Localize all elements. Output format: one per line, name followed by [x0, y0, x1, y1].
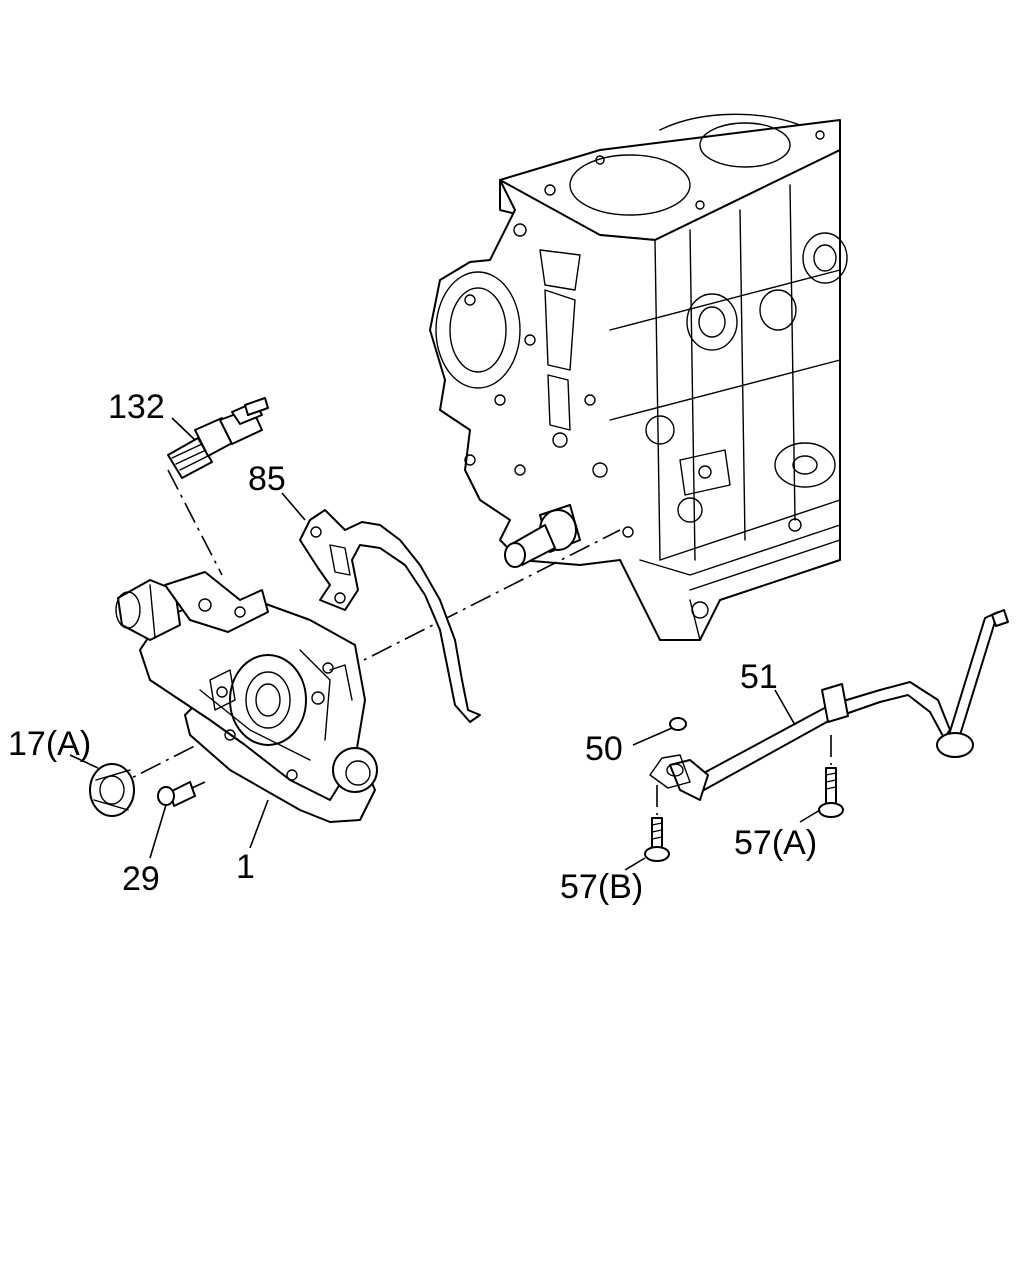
label-51: 51 [740, 658, 778, 696]
bolt-29 [157, 781, 196, 807]
oil-pump-body [115, 571, 378, 823]
engine-block [429, 113, 848, 641]
label-132: 132 [108, 388, 165, 426]
label-57b: 57(B) [560, 868, 643, 906]
leader-17a [69, 754, 99, 769]
oil-pressure-sensor [167, 397, 269, 479]
bolt-57a [818, 767, 844, 818]
leader-50 [632, 727, 673, 746]
bolt-57b [644, 817, 670, 862]
leader-85 [281, 492, 306, 521]
label-85: 85 [248, 460, 286, 498]
assembly-axis-line [107, 529, 621, 791]
label-57a: 57(A) [734, 824, 817, 862]
label-29: 29 [122, 860, 160, 898]
label-50: 50 [585, 730, 623, 768]
leader-57a [799, 809, 821, 823]
leader-51 [774, 689, 796, 726]
leader-132 [171, 417, 196, 441]
leader-1 [249, 799, 269, 849]
oil-strainer-pipe [649, 609, 1009, 801]
sensor-install-line [167, 469, 223, 576]
leader-29 [149, 804, 167, 859]
bolt-install-line [191, 781, 206, 789]
oil-seal [89, 763, 135, 817]
label-17a: 17(A) [8, 725, 91, 763]
leader-57b [624, 857, 646, 871]
oil-pump-gasket [299, 509, 481, 723]
label-1: 1 [236, 848, 255, 886]
o-ring [669, 717, 687, 731]
